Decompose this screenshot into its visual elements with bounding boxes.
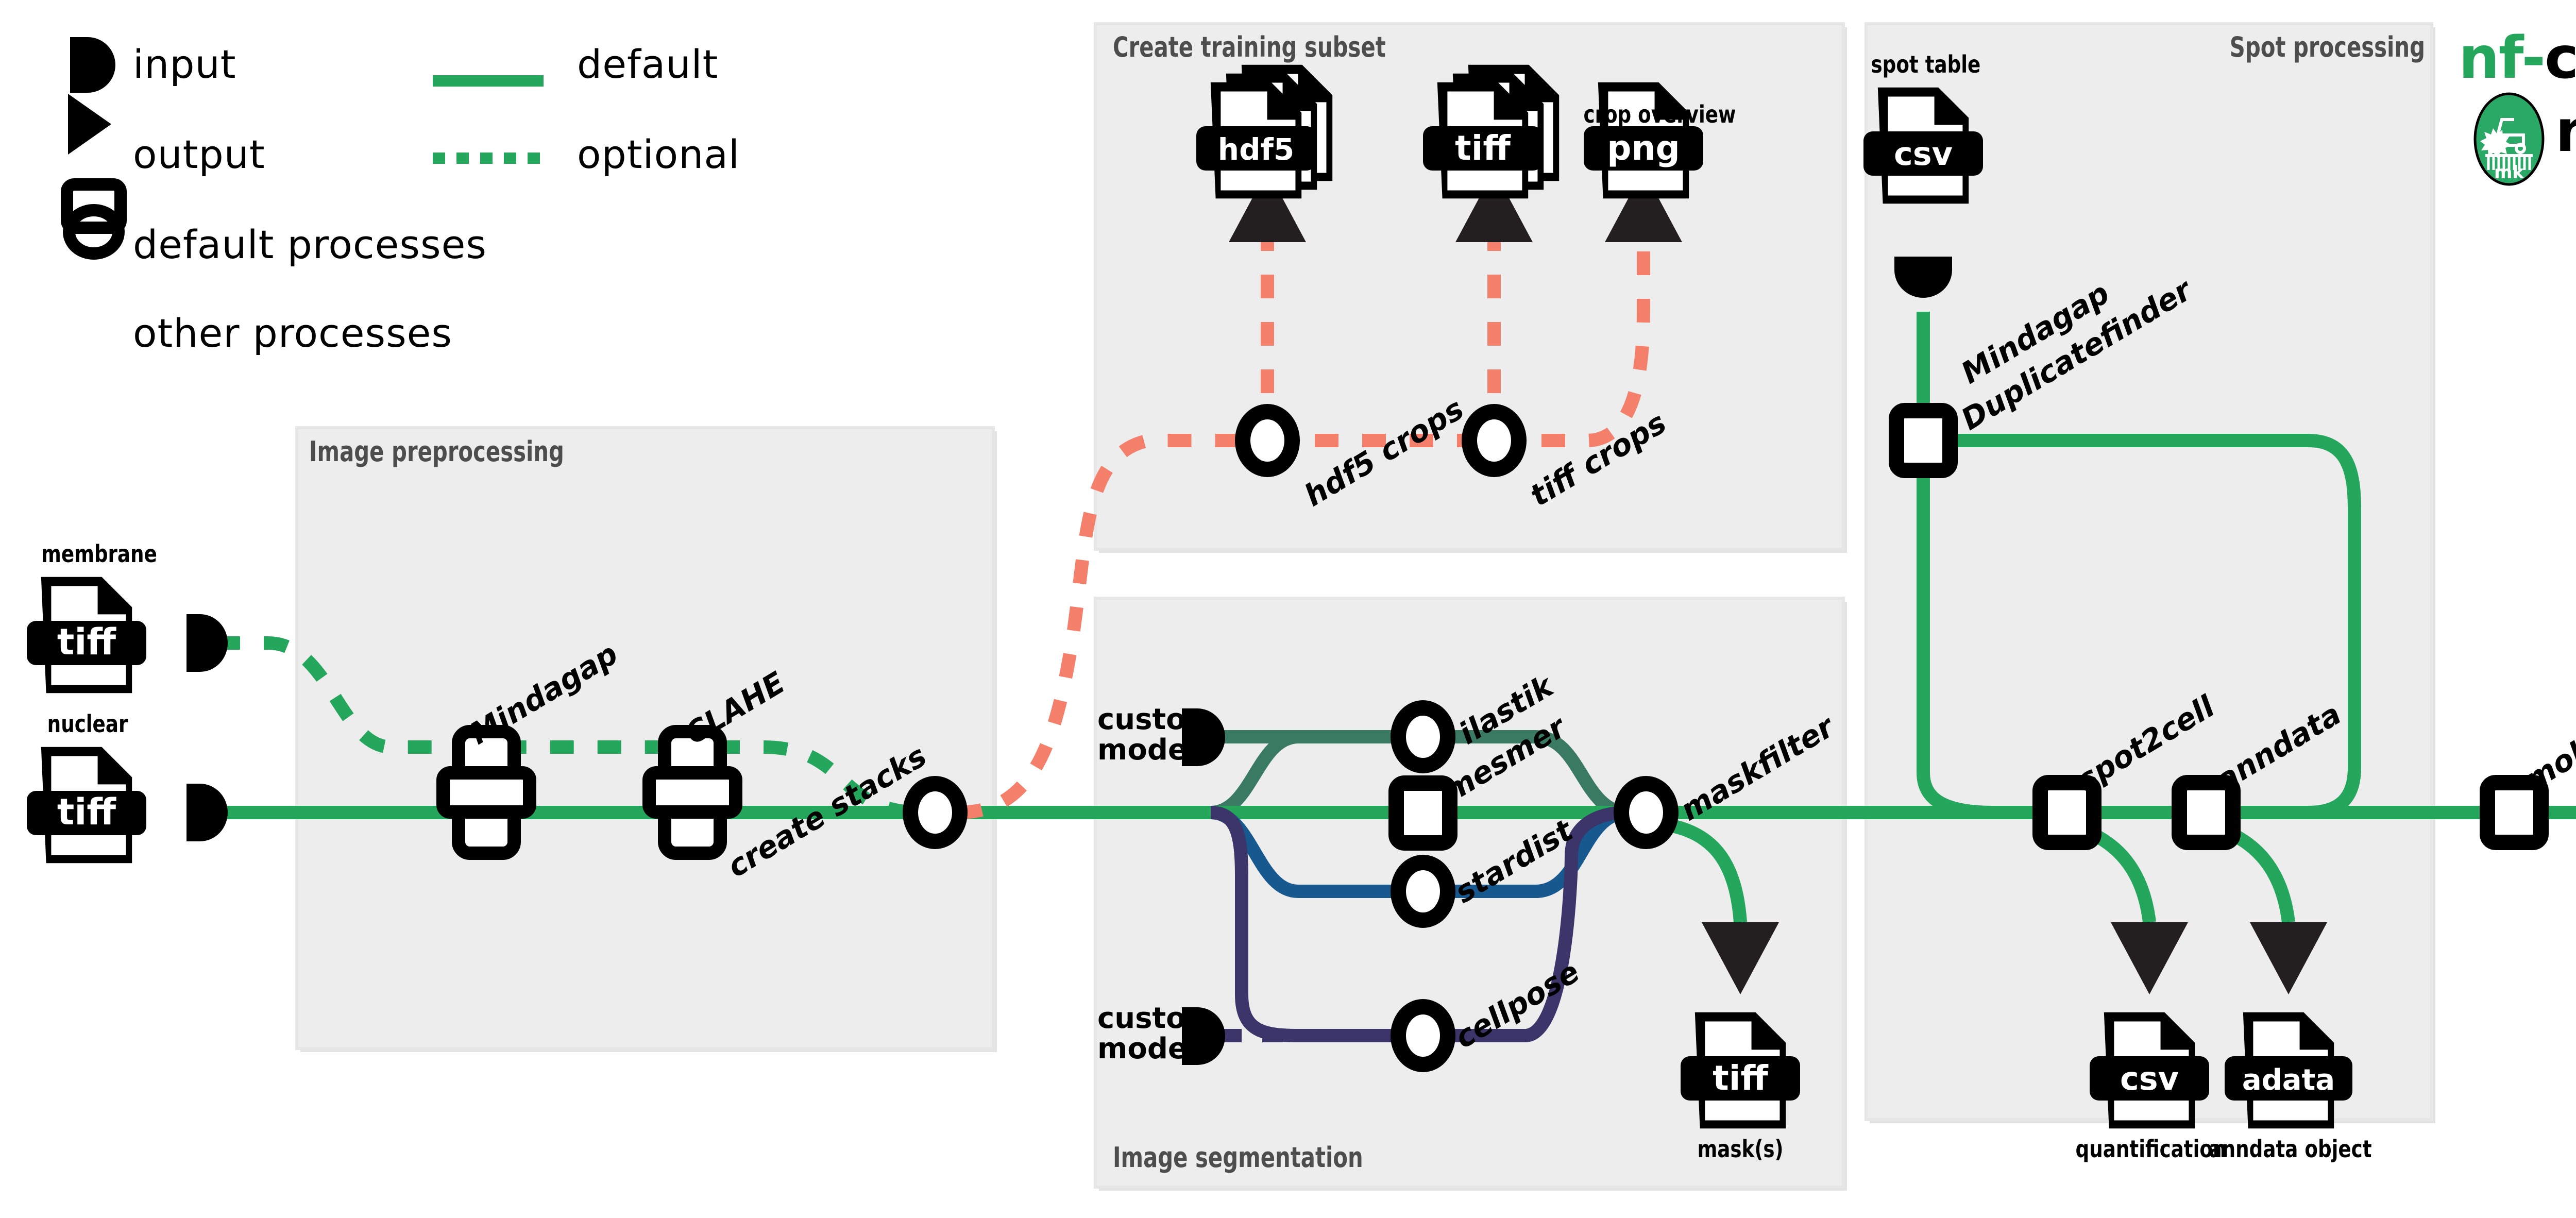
output-arrow-hdf5-icon: [1229, 170, 1306, 242]
file-icon-membrane-tiff: tiff: [27, 577, 146, 693]
file-icon-mask-tiff: tiff: [1681, 1012, 1800, 1129]
output-arrow-mask-icon: [1702, 922, 1779, 994]
file-icon-crop-overview-png: png: [1584, 82, 1703, 199]
edge-createstacks-to-crops-optional: [958, 434, 1267, 819]
process-node-ilastik[interactable]: [1391, 700, 1455, 773]
input-marker-nuclear-icon: [187, 784, 228, 841]
legend-default-process-square-icon: [61, 178, 127, 234]
edge-cellpose-to-maskfilter: [1453, 806, 1629, 1042]
file-icon-spot-table-csv: csv: [1863, 87, 1983, 204]
svg-text:mk: mk: [2494, 162, 2524, 183]
caption-spot-table: spot table: [1871, 50, 1981, 78]
process-node-anndata[interactable]: [2172, 775, 2241, 850]
process-node-tiff-crops[interactable]: [1462, 404, 1527, 477]
svg-text:hdf5: hdf5: [1218, 132, 1294, 167]
svg-text:tiff: tiff: [1713, 1058, 1769, 1098]
custom-model-label-2: custom model: [1097, 1003, 1216, 1064]
legend-label-default-processes: default processes: [133, 222, 487, 267]
process-node-create-stacks[interactable]: [903, 776, 968, 849]
svg-text:tiff: tiff: [1455, 128, 1511, 168]
process-node-mindagap[interactable]: [436, 725, 536, 860]
edge-tiffcrops-to-png: [1494, 242, 1650, 447]
input-marker-membrane-icon: [187, 614, 228, 672]
file-icon-tiff-crops-stack: tiff: [1423, 64, 1560, 199]
panel-image-preprocessing: [295, 426, 997, 1052]
edge-maskfilter-to-mask: [1663, 818, 1747, 923]
panel-title-spot-processing: Spot processing: [2229, 31, 2425, 63]
process-node-hdf5-crops[interactable]: [1235, 404, 1300, 477]
custom-model2-line1: custom: [1097, 1002, 1216, 1035]
process-node-clahe[interactable]: [642, 725, 742, 860]
legend-other-process-circle-icon: [63, 204, 125, 260]
panel-title-create-training-subset: Create training subset: [1113, 31, 1386, 63]
process-node-mesmer[interactable]: [1388, 775, 1458, 851]
custom-model-label-1: custom model: [1097, 704, 1216, 766]
process-node-maskfilter[interactable]: [1614, 776, 1679, 849]
process-node-molkartqc[interactable]: [2480, 775, 2549, 850]
output-arrow-quantification-icon: [2111, 922, 2188, 994]
caption-nuclear: nuclear: [47, 710, 128, 738]
lawn-mower-icon: mk: [2473, 92, 2545, 186]
process-node-stardist[interactable]: [1391, 855, 1455, 928]
svg-text:png: png: [1607, 128, 1680, 168]
output-arrow-adata-icon: [2250, 922, 2327, 994]
file-icon-nuclear-tiff: tiff: [27, 747, 146, 864]
svg-text:tiff: tiff: [57, 621, 116, 663]
output-arrow-tiff-crops-icon: [1455, 170, 1533, 242]
process-node-spot2cell[interactable]: [2032, 775, 2102, 850]
custom-model2-line2: model: [1097, 1031, 1198, 1065]
svg-text:csv: csv: [1894, 135, 1953, 173]
edge-membrane-optional: [216, 636, 716, 754]
legend-input-marker-icon: [70, 37, 115, 93]
legend-label-input: input: [133, 41, 236, 87]
logo-name-text: molkart: [2555, 98, 2576, 165]
custom-model-line1: custom: [1097, 703, 1216, 736]
panel-spot-processing: [1865, 22, 2435, 1123]
process-node-mindagap-duplicatefinder[interactable]: [1889, 403, 1958, 478]
file-icon-hdf5-stack: hdf5: [1196, 64, 1333, 199]
logo-wordmark-top: nf-core/: [2459, 25, 2576, 92]
legend-label-other-processes: other processes: [133, 310, 453, 356]
caption-membrane: membrane: [41, 540, 157, 568]
panel-title-image-preprocessing: Image preprocessing: [309, 435, 564, 468]
legend-output-arrow-icon: [68, 94, 111, 155]
input-marker-custom-model-2-icon: [1182, 1007, 1225, 1065]
input-marker-custom-model-1-icon: [1182, 708, 1225, 766]
caption-crop-overview: crop overview: [1583, 100, 1736, 128]
file-icon-anndata-adata: adata: [2225, 1012, 2352, 1129]
caption-quantification: quantification: [2075, 1135, 2227, 1163]
legend-label-default-line: default: [577, 41, 719, 87]
legend-label-output: output: [133, 131, 265, 177]
logo-core-text: core/: [2544, 25, 2576, 92]
svg-text:tiff: tiff: [57, 791, 116, 833]
logo-nf-text: nf-: [2459, 25, 2546, 92]
file-icon-quantification-csv: csv: [2090, 1012, 2209, 1129]
caption-anndata-object: anndata object: [2209, 1135, 2372, 1163]
svg-text:csv: csv: [2120, 1060, 2179, 1097]
output-arrow-png-icon: [1605, 170, 1682, 242]
svg-text:adata: adata: [2242, 1063, 2335, 1097]
input-marker-spottable-icon: [1894, 257, 1952, 298]
custom-model-line2: model: [1097, 733, 1198, 767]
edge-duplicatefinder-down-to-spot2cell: [1917, 466, 1994, 819]
panel-title-image-segmentation: Image segmentation: [1113, 1141, 1363, 1174]
legend-label-optional-line: optional: [577, 131, 740, 177]
process-node-cellpose[interactable]: [1391, 999, 1455, 1072]
caption-mask: mask(s): [1697, 1135, 1784, 1163]
